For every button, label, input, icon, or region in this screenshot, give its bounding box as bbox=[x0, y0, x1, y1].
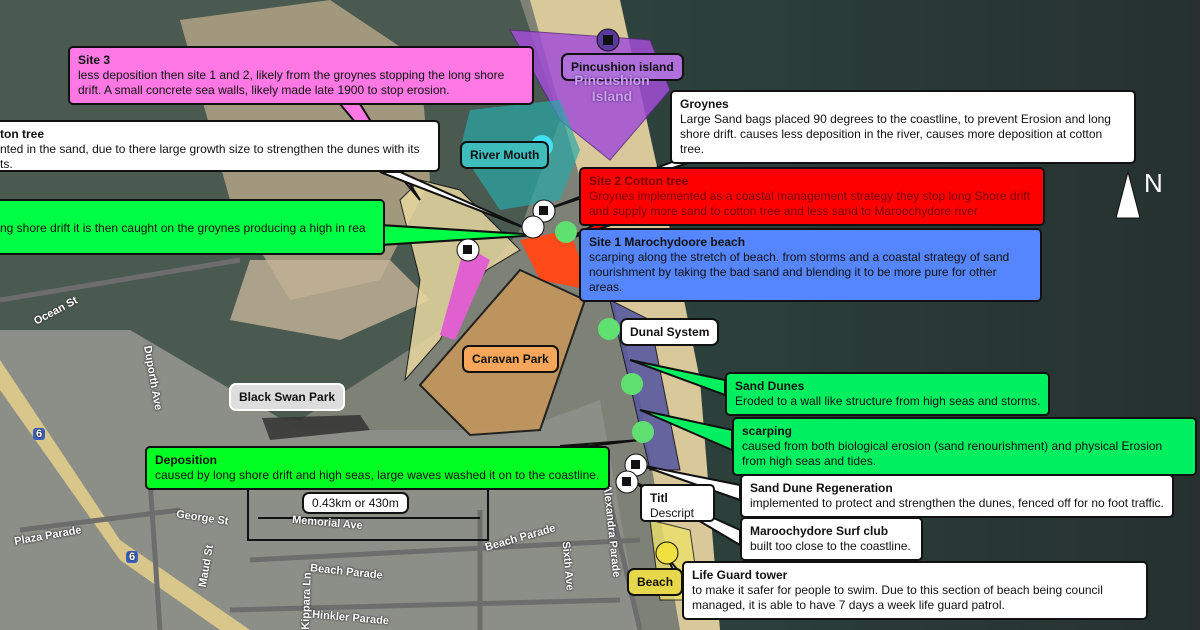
pincushion-map-text: Pincushion Island bbox=[574, 72, 650, 104]
callout-text: Eroded to a wall like structure from hig… bbox=[735, 394, 1041, 408]
street-label: Kippara Ln bbox=[299, 572, 314, 630]
callout-title: Sand Dunes bbox=[735, 379, 805, 393]
black-swan-park-area[interactable] bbox=[262, 415, 370, 440]
callout-text: less deposition then site 1 and 2, likel… bbox=[78, 68, 505, 97]
black-swan-park-label[interactable]: Black Swan Park bbox=[229, 383, 346, 411]
callout-title: Life Guard tower bbox=[692, 568, 788, 582]
callout-text: scarping along the stretch of beach. fro… bbox=[589, 250, 1010, 294]
callout-text: nted in the sand, due to there large gro… bbox=[0, 142, 420, 171]
dunal-system-label[interactable]: Dunal System bbox=[620, 318, 720, 346]
caravan-park-label[interactable]: Caravan Park bbox=[462, 345, 559, 373]
north-arrow-icon bbox=[1115, 170, 1141, 219]
callout-title: Maroochydore Surf club bbox=[750, 524, 889, 538]
callout-title: Groynes bbox=[680, 97, 729, 111]
callout-title: Site 1 Marochydoore beach bbox=[589, 235, 746, 249]
scale-label: 0.43km or 430m bbox=[302, 492, 409, 514]
beach-label[interactable]: Beach bbox=[627, 568, 684, 596]
site2-area[interactable] bbox=[520, 230, 590, 290]
north-arrow: N bbox=[1114, 168, 1174, 227]
callout-text: implemented to protect and strengthen th… bbox=[750, 496, 1164, 510]
callout-title: Site 3 bbox=[78, 53, 111, 67]
pincushion-island-label[interactable]: Pincushion island bbox=[561, 53, 684, 81]
north-label: N bbox=[1144, 168, 1163, 198]
longshore-drift-callout[interactable]: ng shore drift it is then caught on the … bbox=[0, 199, 385, 255]
callout-text: Descript bbox=[650, 506, 695, 520]
route-shield-6: 6 bbox=[126, 551, 139, 563]
callout-title: Sand Dune Regeneration bbox=[750, 481, 893, 495]
site3-seawall[interactable] bbox=[440, 245, 490, 340]
callout-text: built too close to the coastline. bbox=[750, 539, 911, 553]
callout-text: to make it safer for people to swim. Due… bbox=[692, 583, 1103, 612]
callout-title: Deposition bbox=[155, 453, 217, 467]
callout-title: ton tree bbox=[0, 127, 45, 141]
callout-text: caused by long shore drift and high seas… bbox=[155, 468, 600, 482]
callout-text: caused from both biological erosion (san… bbox=[742, 439, 1163, 468]
callout-text: Large Sand bags placed 90 degrees to the… bbox=[680, 112, 1111, 156]
route-shield-6: 6 bbox=[33, 428, 46, 440]
river-mouth-label[interactable]: River Mouth bbox=[460, 141, 550, 169]
callout-title: scarping bbox=[742, 424, 793, 438]
callout-text: ng shore drift it is then caught on the … bbox=[0, 221, 366, 235]
callout-title: Site 2 Cotton tree bbox=[589, 174, 689, 188]
callout-title: Titl bbox=[650, 491, 668, 505]
callout-text: Groynes implemented as a coastal managem… bbox=[589, 189, 1030, 218]
